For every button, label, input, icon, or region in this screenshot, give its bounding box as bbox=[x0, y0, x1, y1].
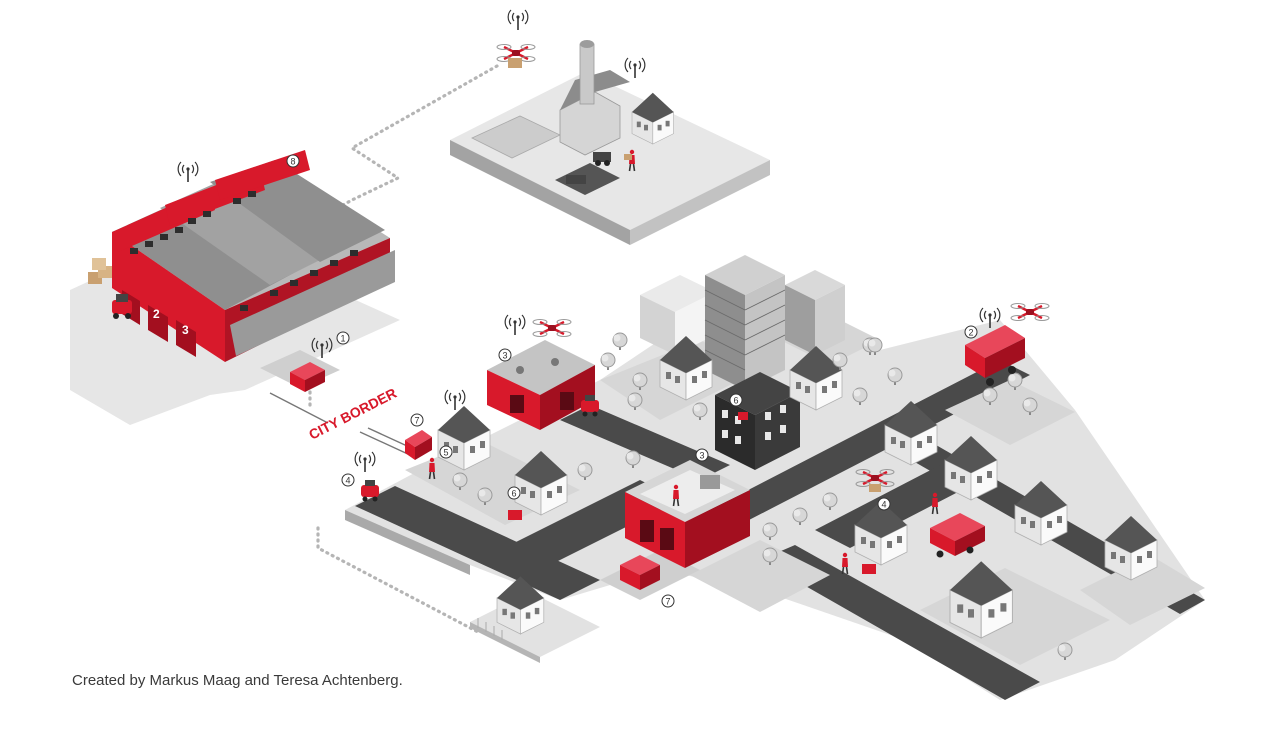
marker-4: 4 bbox=[341, 473, 355, 487]
marker-2: 2 bbox=[964, 325, 978, 339]
dark-townhouse bbox=[715, 372, 800, 470]
marker-6: 6 bbox=[507, 486, 521, 500]
antenna-icon bbox=[504, 314, 526, 336]
svg-text:3: 3 bbox=[502, 351, 507, 361]
warehouse-door-number: 3 bbox=[182, 323, 189, 337]
svg-text:6: 6 bbox=[733, 396, 738, 406]
svg-text:4: 4 bbox=[345, 476, 350, 486]
antenna-icon bbox=[507, 9, 529, 31]
svg-text:3: 3 bbox=[699, 451, 704, 461]
marker-4: 4 bbox=[877, 497, 891, 511]
marker-8: 8 bbox=[286, 154, 300, 168]
parcel-box bbox=[508, 510, 522, 520]
svg-text:7: 7 bbox=[665, 597, 670, 607]
marker-1: 1 bbox=[336, 331, 350, 345]
truck-icon bbox=[930, 513, 985, 558]
distribution-warehouse: 2 3 bbox=[70, 150, 400, 425]
marker-5: 5 bbox=[439, 445, 453, 459]
marker-3: 3 bbox=[498, 348, 512, 362]
office-towers bbox=[640, 255, 845, 390]
svg-text:6: 6 bbox=[511, 489, 516, 499]
marker-7: 7 bbox=[410, 413, 424, 427]
image-credit: Created by Markus Maag and Teresa Achten… bbox=[72, 672, 403, 689]
delivery-robot-icon bbox=[361, 480, 379, 502]
warehouse-door-number: 2 bbox=[153, 307, 160, 321]
micro-hub-central bbox=[625, 460, 750, 568]
svg-text:1: 1 bbox=[340, 334, 345, 344]
rail-container-icon bbox=[290, 362, 325, 392]
antenna-icon bbox=[624, 57, 646, 79]
rural-house bbox=[470, 575, 600, 663]
antenna-icon bbox=[444, 389, 466, 411]
parcel-stack bbox=[88, 258, 112, 284]
antenna-icon bbox=[354, 451, 376, 473]
parcel-box bbox=[862, 564, 876, 574]
city-border-label: CITY BORDER bbox=[306, 385, 399, 443]
marker-7: 7 bbox=[661, 594, 675, 608]
marker-6: 6 bbox=[729, 393, 743, 407]
svg-text:8: 8 bbox=[290, 157, 295, 167]
svg-text:7: 7 bbox=[414, 416, 419, 426]
drone-icon bbox=[531, 318, 573, 338]
farm bbox=[450, 9, 770, 245]
micro-hub-upper bbox=[487, 314, 599, 430]
marker-3: 3 bbox=[695, 448, 709, 462]
antenna-icon bbox=[177, 161, 199, 183]
truck-icon bbox=[965, 325, 1025, 386]
delivery-robot-icon bbox=[112, 294, 132, 319]
svg-text:4: 4 bbox=[881, 500, 886, 510]
svg-text:2: 2 bbox=[968, 328, 973, 338]
delivery-robot-icon bbox=[581, 395, 599, 417]
drone-icon bbox=[1009, 302, 1051, 322]
city-border-container bbox=[405, 430, 432, 460]
svg-text:5: 5 bbox=[443, 448, 448, 458]
